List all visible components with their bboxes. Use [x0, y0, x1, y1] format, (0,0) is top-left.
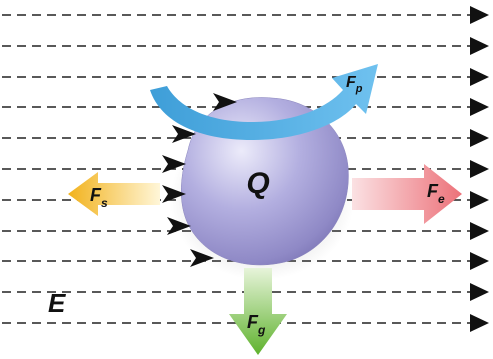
field-line-arrowhead: [470, 6, 489, 24]
propulsion-force-subscript: p: [355, 83, 363, 95]
charge-label: Q: [246, 167, 269, 200]
field-line-arrowhead: [470, 252, 489, 270]
field-line-arrowhead: [470, 37, 489, 55]
propulsion-force-arrow: [150, 64, 378, 140]
stokes-drag-subscript: s: [101, 196, 108, 210]
gravity-force-symbol: F: [247, 312, 259, 332]
field-line-arrowhead: [470, 129, 489, 147]
field-label: E: [48, 288, 66, 318]
surface-arrowhead: [167, 217, 191, 235]
surface-arrowhead: [162, 155, 186, 173]
field-line-arrowhead: [470, 191, 489, 209]
particle-surface-arrowheads: [162, 93, 237, 267]
electric-force-arrow: [352, 164, 462, 224]
field-line-arrowhead: [470, 160, 489, 178]
gravity-force-arrow: [229, 268, 287, 355]
gravity-force-subscript: g: [257, 323, 266, 337]
stokes-drag-label: Fs: [90, 185, 108, 210]
propulsion-force-label: Fp: [346, 74, 363, 95]
electric-force-label: Fe: [427, 181, 445, 206]
propulsion-force-symbol: F: [346, 74, 357, 91]
electric-force-symbol: F: [427, 181, 439, 201]
field-line-arrowhead: [470, 314, 489, 332]
gravity-force-label: Fg: [247, 312, 266, 337]
surface-arrowhead: [190, 249, 214, 267]
electric-force-subscript: e: [438, 192, 445, 206]
field-line-arrowhead: [470, 222, 489, 240]
stokes-drag-symbol: F: [90, 185, 102, 205]
charged-particle: [181, 97, 349, 266]
field-line-arrowhead: [470, 98, 489, 116]
field-line-arrowhead: [470, 283, 489, 301]
field-line-arrowhead: [470, 68, 489, 86]
surface-arrowhead: [213, 93, 237, 111]
surface-arrowhead: [172, 125, 196, 143]
stokes-drag-arrow: [68, 172, 160, 216]
surface-arrowhead: [162, 185, 186, 203]
